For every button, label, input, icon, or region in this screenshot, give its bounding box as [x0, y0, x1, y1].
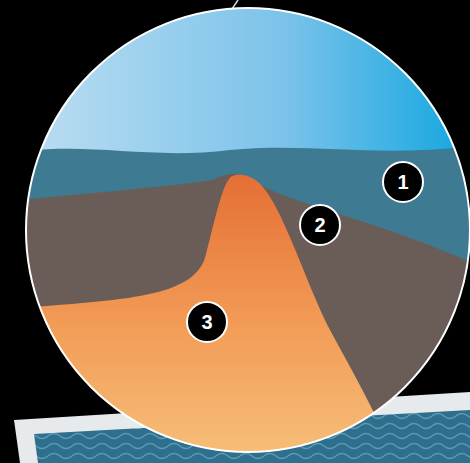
callout-badge — [187, 302, 227, 342]
magma-plume — [20, 174, 396, 463]
sea-water — [20, 146, 470, 463]
callout-number: 1 — [383, 162, 423, 202]
callout-number: 3 — [187, 302, 227, 342]
callout-number: 2 — [300, 205, 340, 245]
callout-badge — [383, 162, 423, 202]
callout-badge — [300, 205, 340, 245]
circle-border — [26, 8, 470, 452]
rock-crust — [20, 174, 470, 463]
